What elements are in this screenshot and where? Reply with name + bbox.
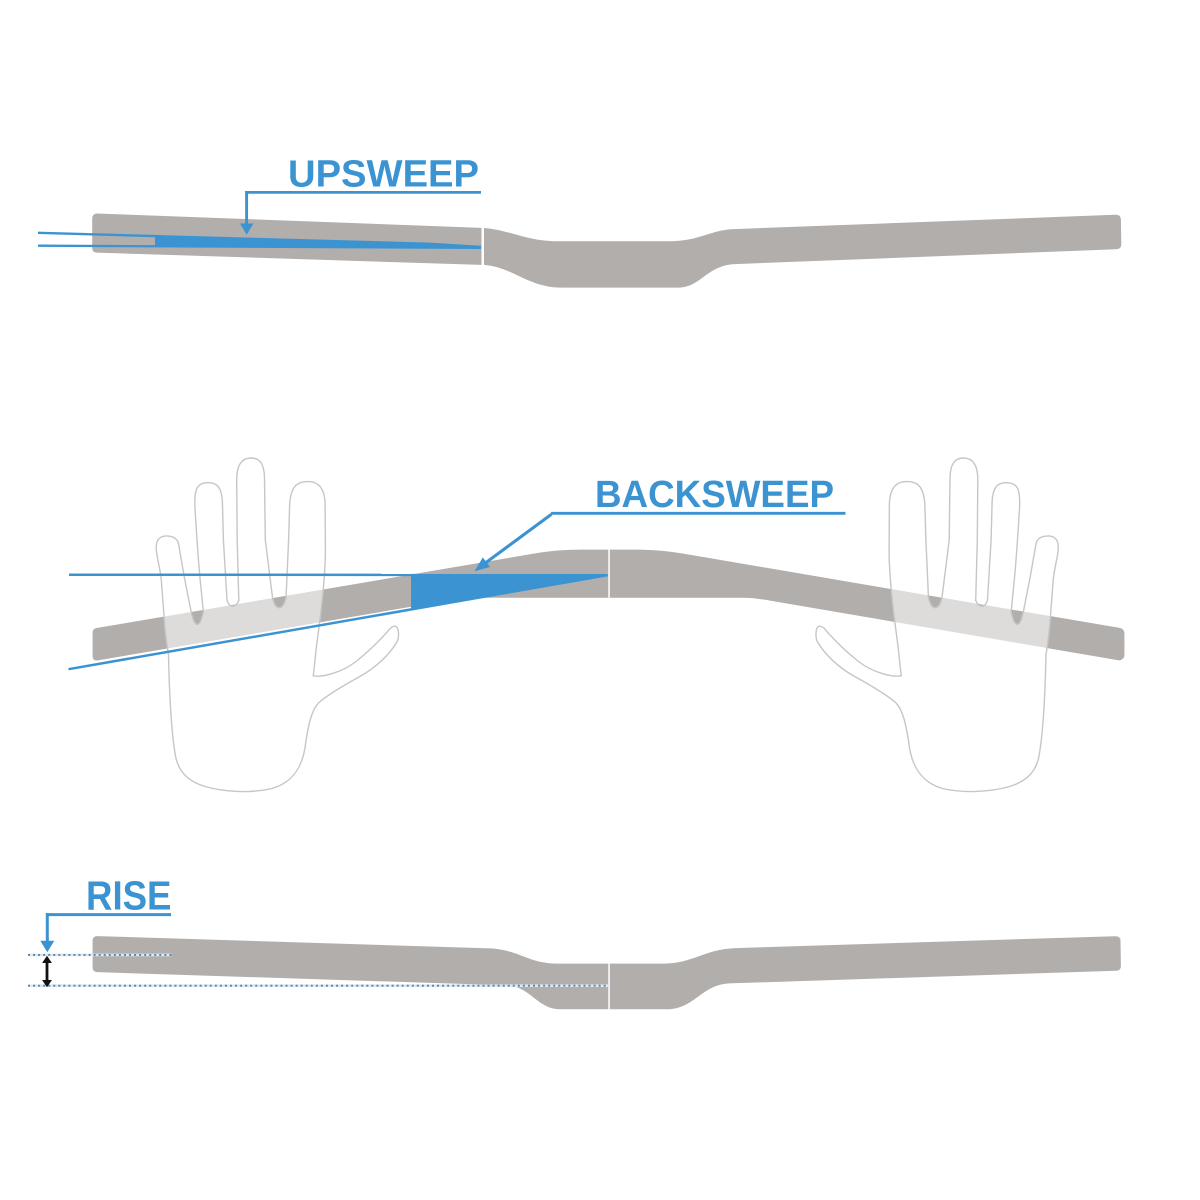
svg-text:BACKSWEEP: BACKSWEEP xyxy=(595,474,834,516)
svg-text:RISE: RISE xyxy=(86,873,172,919)
svg-text:UPSWEEP: UPSWEEP xyxy=(288,154,479,196)
